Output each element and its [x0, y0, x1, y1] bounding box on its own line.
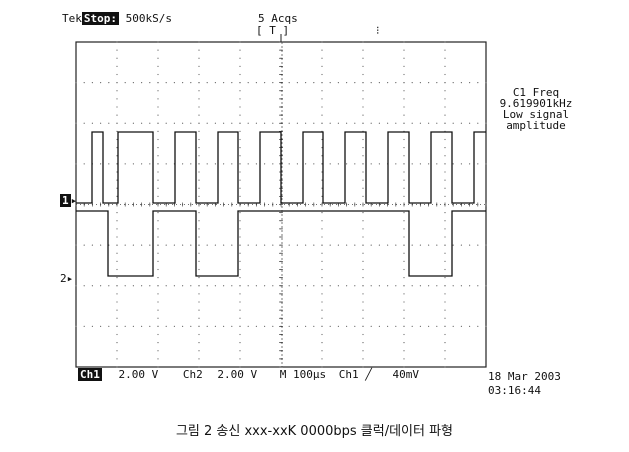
run-state-badge: Stop: [81, 12, 119, 25]
trigger-slope-icon: ╱ [365, 368, 372, 381]
trigger-level: 40mV [392, 368, 419, 381]
cursor-marker: ⁝ [376, 24, 380, 37]
acquisition-count: 5 Acqs [258, 12, 298, 25]
ch1-clock-trace [76, 131, 486, 204]
ch2-label: Ch2 [182, 368, 203, 381]
ch1-ground-marker[interactable]: 1▸ [60, 194, 78, 207]
ch2-scale: 2.00 V [217, 368, 258, 381]
sample-rate: 500kS/s [125, 12, 172, 25]
trigger-source: Ch1 [338, 368, 359, 381]
ch2-data-trace [76, 210, 486, 277]
frequency-measurement: C1 Freq 9.619901kHz Low signal amplitude [486, 87, 586, 131]
timebase: M 100μs [279, 368, 327, 381]
ch2-ground-marker[interactable]: 2▸ [60, 272, 74, 285]
capture-time: 03:16:44 [488, 384, 541, 397]
measure-value: 9.619901kHz [499, 97, 573, 110]
waveform-traces [76, 131, 486, 277]
graticule-grid [75, 41, 487, 368]
ch1-label: Ch1 [78, 368, 102, 381]
ch1-scale: 2.00 V [118, 368, 159, 381]
scope-footer: Ch1 2.00 V Ch2 2.00 V M 100μs Ch1 ╱ 40mV [78, 368, 419, 381]
capture-date: 18 Mar 2003 [488, 370, 561, 383]
trigger-marker: [ T ] [256, 24, 290, 37]
measure-warning-2: amplitude [506, 119, 566, 132]
brand-label: Tek [62, 12, 82, 25]
figure-caption: 그림 2 송신 xxx-xxK 0000bps 클럭/데이터 파형 [175, 424, 454, 439]
measure-title: C1 Freq [512, 86, 560, 99]
measure-warning-1: Low signal [502, 108, 570, 121]
